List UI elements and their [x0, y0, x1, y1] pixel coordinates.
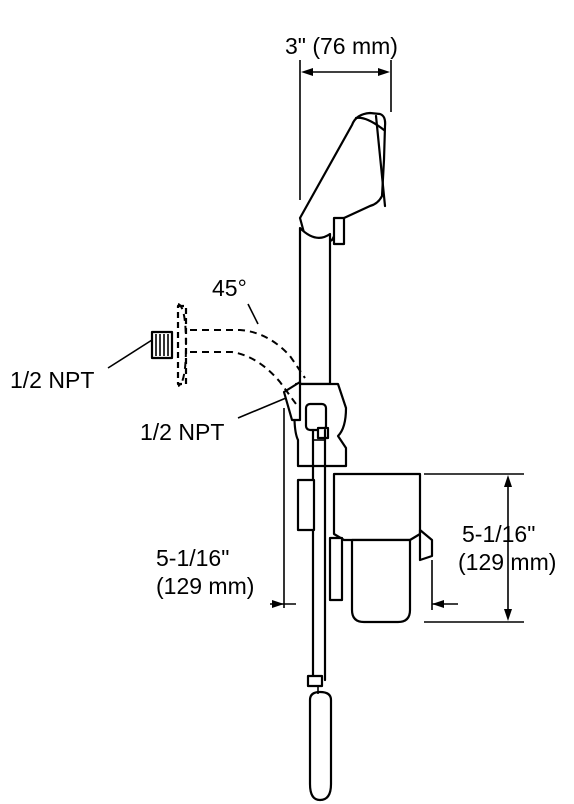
height-dimension: 5-1/16" (129 mm)	[424, 473, 556, 623]
bracket-clip-tab	[316, 426, 330, 440]
bracket-clip	[304, 402, 328, 432]
handle-body	[298, 226, 332, 386]
height-arrowhead-top	[504, 475, 512, 487]
cup-top	[332, 472, 422, 542]
bracket-swivel-nut	[282, 380, 302, 422]
wall-bracket	[282, 380, 348, 468]
wall-flange-outline	[176, 304, 188, 386]
supply-arm-upper-edge	[190, 329, 306, 379]
storage-cup	[296, 472, 434, 624]
handle	[298, 226, 332, 386]
projection-dimension: 5-1/16" (129 mm)	[156, 408, 296, 608]
hose	[306, 428, 333, 802]
shower-head-face-edge	[354, 116, 386, 132]
hose-loop	[308, 690, 333, 802]
angle-label: 45°	[212, 275, 247, 301]
supply-arm-lower-edge	[190, 351, 297, 405]
wall-flange	[177, 303, 188, 387]
projection-label-line1: 5-1/16"	[156, 545, 229, 571]
cup-mount-plate	[296, 478, 316, 532]
inlet-thread-label: 1/2 NPT	[10, 367, 94, 393]
elbow-threaded-inlet	[150, 330, 174, 360]
projection-label-line2: (129 mm)	[156, 573, 254, 599]
angle-leader	[247, 303, 259, 325]
shower-head	[298, 111, 387, 246]
thread-callouts: 1/2 NPT 1/2 NPT	[10, 339, 287, 445]
inlet-thread-leader	[107, 339, 153, 369]
hose-connector	[306, 674, 324, 688]
outlet-thread-label: 1/2 NPT	[140, 419, 224, 445]
cup-body	[350, 538, 412, 624]
height-label-line1: 5-1/16"	[462, 521, 535, 547]
shower-head-button	[332, 216, 346, 246]
head-width-dimension: 3" (76 mm)	[285, 33, 398, 200]
supply-elbow: 45°	[150, 275, 306, 405]
projection-arrowhead	[272, 600, 284, 608]
height-label-line2: (129 mm)	[458, 549, 556, 575]
head-width-label: 3" (76 mm)	[285, 33, 398, 59]
height-arrowhead-bottom	[504, 609, 512, 621]
arrowhead-right	[378, 68, 390, 76]
outlet-thread-leader	[237, 397, 287, 419]
tab-arrowhead	[432, 600, 444, 608]
shower-head-spray-face	[374, 114, 387, 208]
cup-back-rail	[328, 536, 344, 602]
cup-release-tab	[418, 528, 434, 562]
arrowhead-left	[301, 68, 313, 76]
